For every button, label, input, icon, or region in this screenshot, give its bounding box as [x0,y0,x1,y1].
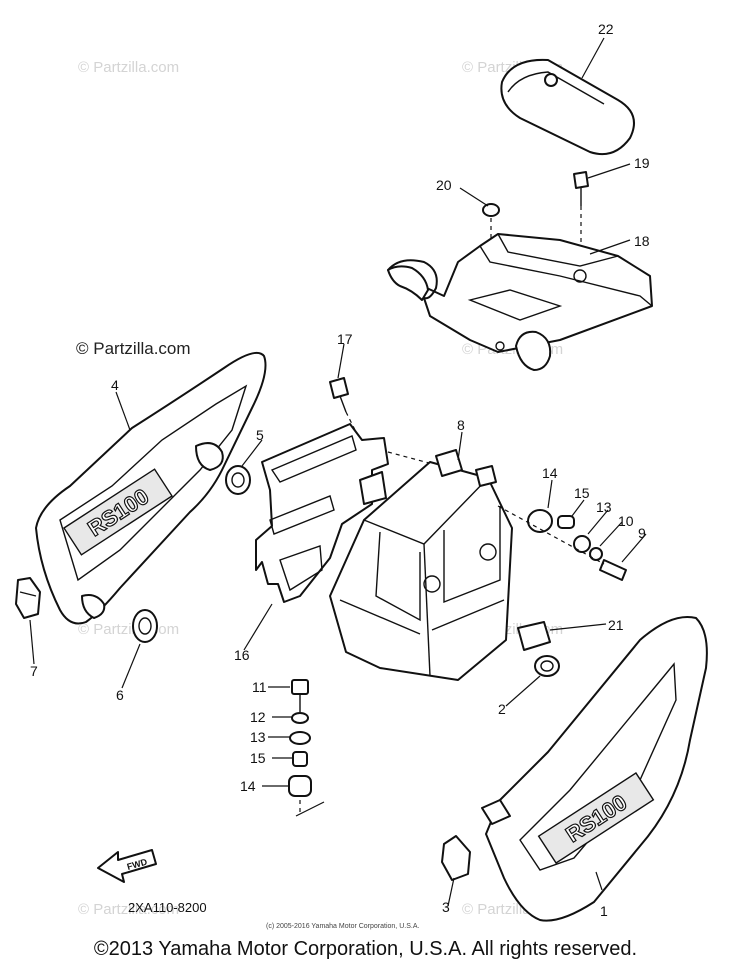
callout-12: 12 [250,709,266,725]
callout-9: 9 [638,525,646,541]
watermark-bottom-left: © Partzilla.com [78,901,179,918]
footer-copyright: ©2013 Yamaha Motor Corporation, U.S.A. A… [93,938,638,960]
mount-line-lower [295,801,325,817]
part-18-tool-tray [387,233,653,371]
callout-5: 5 [256,427,264,443]
callout-11: 11 [252,679,267,695]
callout-14-upper: 14 [542,465,558,481]
part-10-washer [589,547,603,561]
callout-3: 3 [442,899,450,915]
callout-8: 8 [457,417,465,433]
part-19-screw [573,171,589,262]
part-15-collar-upper [557,515,575,529]
callout-15-upper: 15 [574,485,590,501]
callout-18: 18 [634,233,650,249]
part-9-bolt [599,559,627,581]
fwd-arrow: FWD [97,849,157,883]
callouts: 22 19 20 18 17 4 5 8 14 15 13 10 9 21 2 … [30,21,650,919]
callout-10: 10 [618,513,634,529]
callout-2: 2 [498,701,506,717]
callout-1: 1 [600,903,608,919]
callout-14-lower: 14 [240,778,256,794]
part-2-grommet [534,655,560,677]
part-5-damper [225,465,251,495]
part-6-grommet [132,609,158,643]
callout-19: 19 [634,155,650,171]
part-13-washer-lower [289,731,311,745]
part-13-washer-upper [573,535,591,553]
small-copyright: (c) 2005-2016 Yamaha Motor Corporation, … [266,923,419,930]
callout-4: 4 [111,377,119,393]
part-14-damper-upper [527,509,553,533]
callout-20: 20 [436,177,452,193]
watermark-top-left: © Partzilla.com [78,59,179,76]
part-12-washer [291,712,309,724]
part-11-bolt [291,679,309,712]
callout-17: 17 [337,331,353,347]
callout-13-lower: 13 [250,729,266,745]
diagram-code: 2XA110-8200 [128,900,207,915]
watermark-low-left: © Partzilla.com [78,621,179,638]
callout-7: 7 [30,663,38,679]
callout-6: 6 [116,687,124,703]
part-1-right-side-cover: RS100 [481,616,708,922]
callout-22: 22 [598,21,614,37]
callout-13-upper: 13 [596,499,612,515]
callout-16: 16 [234,647,250,663]
leader-lines [29,37,647,907]
part-7-clip [15,577,41,619]
part-21-damper [517,621,551,651]
callout-15-lower: 15 [250,750,266,766]
callout-21: 21 [608,617,624,633]
part-16-battery-bracket [255,423,471,603]
part-22-tool-pouch [500,58,635,156]
part-4-left-side-cover: RS100 [35,352,267,625]
part-15-collar-lower [292,751,308,767]
part-17-bolt [329,377,357,433]
watermark-mid-left: © Partzilla.com [76,339,191,358]
part-14-damper-lower [288,775,312,797]
part-3-clip [441,835,471,881]
part-8-battery [329,449,513,681]
